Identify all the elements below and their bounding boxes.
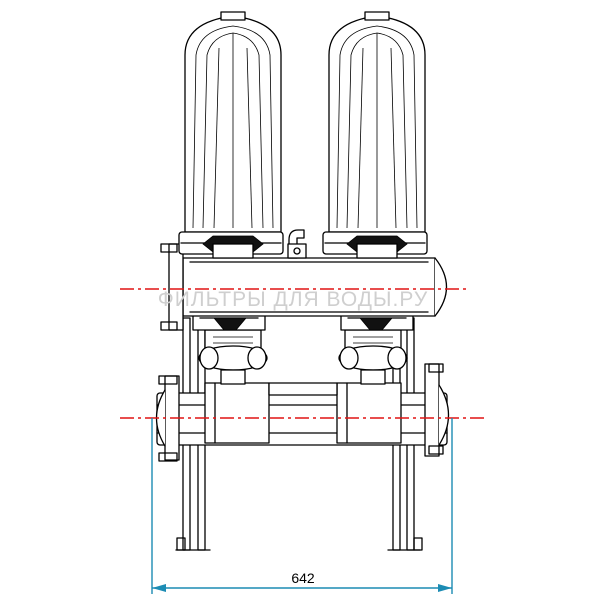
valve-collars bbox=[192, 313, 414, 331]
lower-manifold bbox=[155, 363, 450, 462]
left-valve bbox=[198, 329, 268, 385]
width-dimension: 642 bbox=[151, 418, 453, 594]
right-valve bbox=[338, 329, 408, 385]
dimension-label: 642 bbox=[291, 570, 315, 586]
filter-housing-right bbox=[322, 11, 428, 259]
centerlines bbox=[120, 288, 488, 419]
upper-manifold bbox=[160, 243, 448, 331]
watermark: ФИЛЬТРЫ ДЛЯ ВОДЫ.РУ bbox=[158, 288, 429, 311]
air-release-valve bbox=[287, 229, 307, 259]
filter-housing-left bbox=[178, 11, 284, 259]
